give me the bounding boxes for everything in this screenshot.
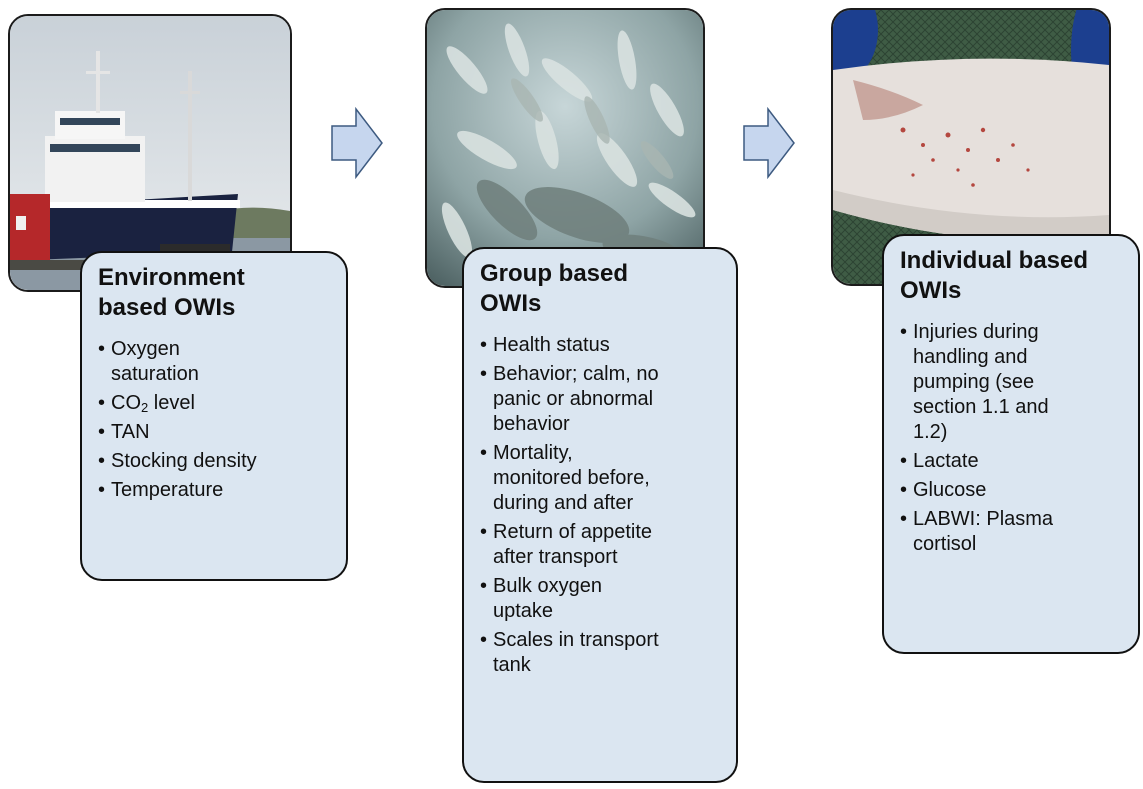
fish-school-photo [425, 8, 705, 288]
list-item: Return of appetite after transport [480, 520, 728, 570]
list-item: Scales in transport tank [480, 628, 728, 678]
right-arrow-icon [743, 107, 795, 179]
card-title: Individual based OWIs [900, 247, 1089, 304]
list-item: Health status [480, 333, 728, 358]
list-item: CO2 level [98, 391, 338, 416]
list-item: Behavior; calm, no panic or abnormal beh… [480, 362, 728, 437]
right-arrow-icon [331, 107, 383, 179]
list-item: Glucose [900, 478, 1130, 503]
indicator-list: Injuries during handling and pumping (se… [900, 320, 1130, 557]
group-owi-card: Group based OWIs Health status Behavior;… [462, 247, 738, 783]
list-item: Oxygen saturation [98, 337, 338, 387]
environment-owi-card: Environment based OWIs Oxygen saturation… [80, 251, 348, 581]
list-item: Lactate [900, 449, 1130, 474]
list-item: Mortality, monitored before, during and … [480, 441, 728, 516]
list-item: Injuries during handling and pumping (se… [900, 320, 1130, 445]
list-item: LABWI: Plasma cortisol [900, 507, 1130, 557]
individual-owi-card: Individual based OWIs Injuries during ha… [882, 234, 1140, 654]
indicator-list: Oxygen saturation CO2 level TAN Stocking… [98, 337, 338, 503]
indicator-list: Health status Behavior; calm, no panic o… [480, 333, 728, 678]
list-item: Stocking density [98, 449, 338, 474]
list-item: Bulk oxygen uptake [480, 574, 728, 624]
card-title: Environment based OWIs [98, 264, 245, 321]
card-title: Group based OWIs [480, 260, 629, 317]
list-item: Temperature [98, 478, 338, 503]
list-item: TAN [98, 420, 338, 445]
